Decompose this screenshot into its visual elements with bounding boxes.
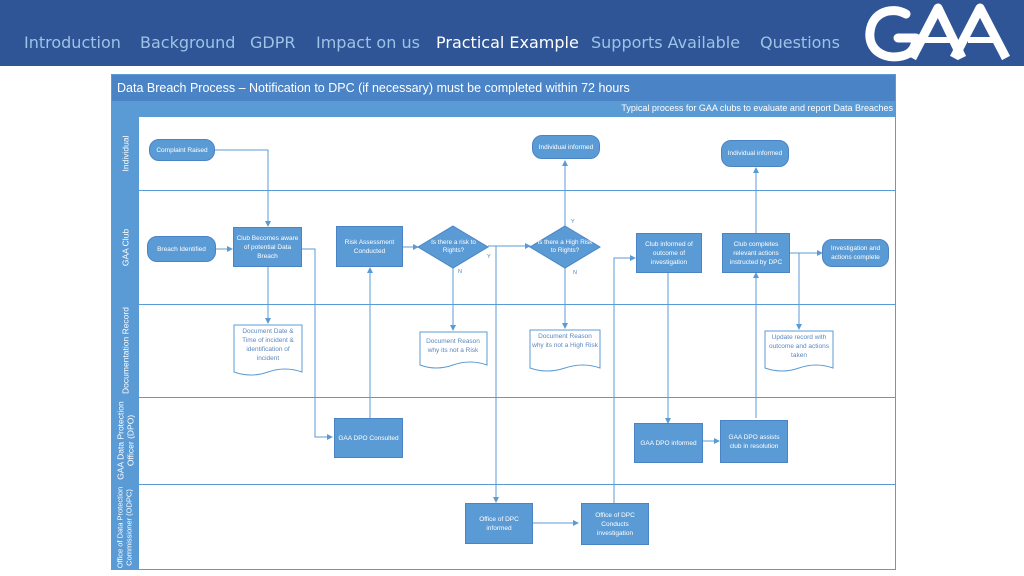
node-dpc-informed: Office of DPC informed (465, 503, 533, 544)
lane-header-gaa-club (112, 191, 139, 304)
document-shape-date-time (233, 324, 303, 376)
doc-not-high-risk: Document Reason why its not a High Risk (532, 333, 598, 349)
doc-not-risk: Document Reason why its not a Risk (426, 338, 480, 354)
doc-date-time: Document Date & Time of incident & ident… (242, 328, 294, 362)
node-complaint-raised: Complaint Raised (149, 139, 215, 161)
node-breach-identified: Breach Identified (147, 236, 216, 262)
node-dpo-consulted: GAA DPO Consulted (334, 418, 403, 458)
node-club-completes: Club completes relevant actions instruct… (722, 233, 790, 273)
label-yes-risk: Y (487, 254, 491, 260)
nav-item-supports-available[interactable]: Supports Available (591, 33, 741, 52)
decision-high-risk: Is there a High Risk to Rights? (537, 239, 593, 254)
document-shape-not-high-risk (529, 329, 601, 372)
node-individual-informed-2: Individual informed (721, 140, 789, 167)
label-yes-high-risk: Y (571, 219, 575, 225)
node-club-becomes-aware: Club Becomes aware of potential Data Bre… (233, 227, 302, 267)
document-shape-update-record (764, 330, 834, 372)
connector (214, 149, 271, 227)
node-risk-assessment: Risk Assessment Conducted (336, 226, 403, 267)
nav-item-gdpr[interactable]: GDPR (250, 33, 296, 52)
diagram-title: Data Breach Process – Notification to DP… (117, 81, 630, 95)
label-no-high-risk: N (573, 270, 577, 276)
doc-update-record: Update record with outcome and actions t… (769, 334, 829, 359)
lane-separator (112, 190, 895, 191)
diagram-title-bar (112, 75, 895, 101)
nav-item-questions[interactable]: Questions (760, 33, 840, 52)
diagram-subtitle-bar (112, 101, 895, 117)
nav-item-background[interactable]: Background (140, 33, 236, 52)
lane-separator (112, 304, 895, 305)
node-individual-informed-1: Individual informed (532, 135, 600, 159)
nav-item-practical-example[interactable]: Practical Example (436, 33, 579, 52)
top-navigation-bar (0, 0, 1024, 66)
lane-separator (112, 397, 895, 398)
node-dpo-informed: GAA DPO informed (634, 423, 703, 463)
lane-separator (112, 484, 895, 485)
lane-header-odpc (112, 485, 139, 569)
node-dpc-investigation: Office of DPC Conducts investigation (581, 503, 649, 545)
lane-header-dpo (112, 398, 139, 484)
decision-diamond-risk (417, 225, 489, 269)
nav-item-introduction[interactable]: Introduction (24, 33, 121, 52)
lane-header-documentation (112, 305, 139, 397)
decision-risk-to-rights: Is there a risk to Rights? (431, 239, 476, 254)
gaa-logo (862, 0, 1024, 66)
connector (302, 248, 333, 440)
decision-diamond-high-risk (529, 225, 601, 269)
connector (613, 255, 636, 505)
node-investigation-complete: Investigation and actions complete (822, 239, 889, 267)
node-club-informed: Club informed of outcome of investigatio… (636, 233, 702, 273)
lane-header-individual (112, 117, 139, 190)
gaa-logo-icon (865, 3, 1010, 62)
document-shape-not-risk (419, 331, 488, 369)
nav-item-impact-on-us[interactable]: Impact on us (316, 33, 420, 52)
label-no-risk: N (458, 269, 462, 275)
diagram-subtitle: Typical process for GAA clubs to evaluat… (621, 103, 893, 113)
node-dpo-assists: GAA DPO assists club in resolution (720, 420, 788, 463)
